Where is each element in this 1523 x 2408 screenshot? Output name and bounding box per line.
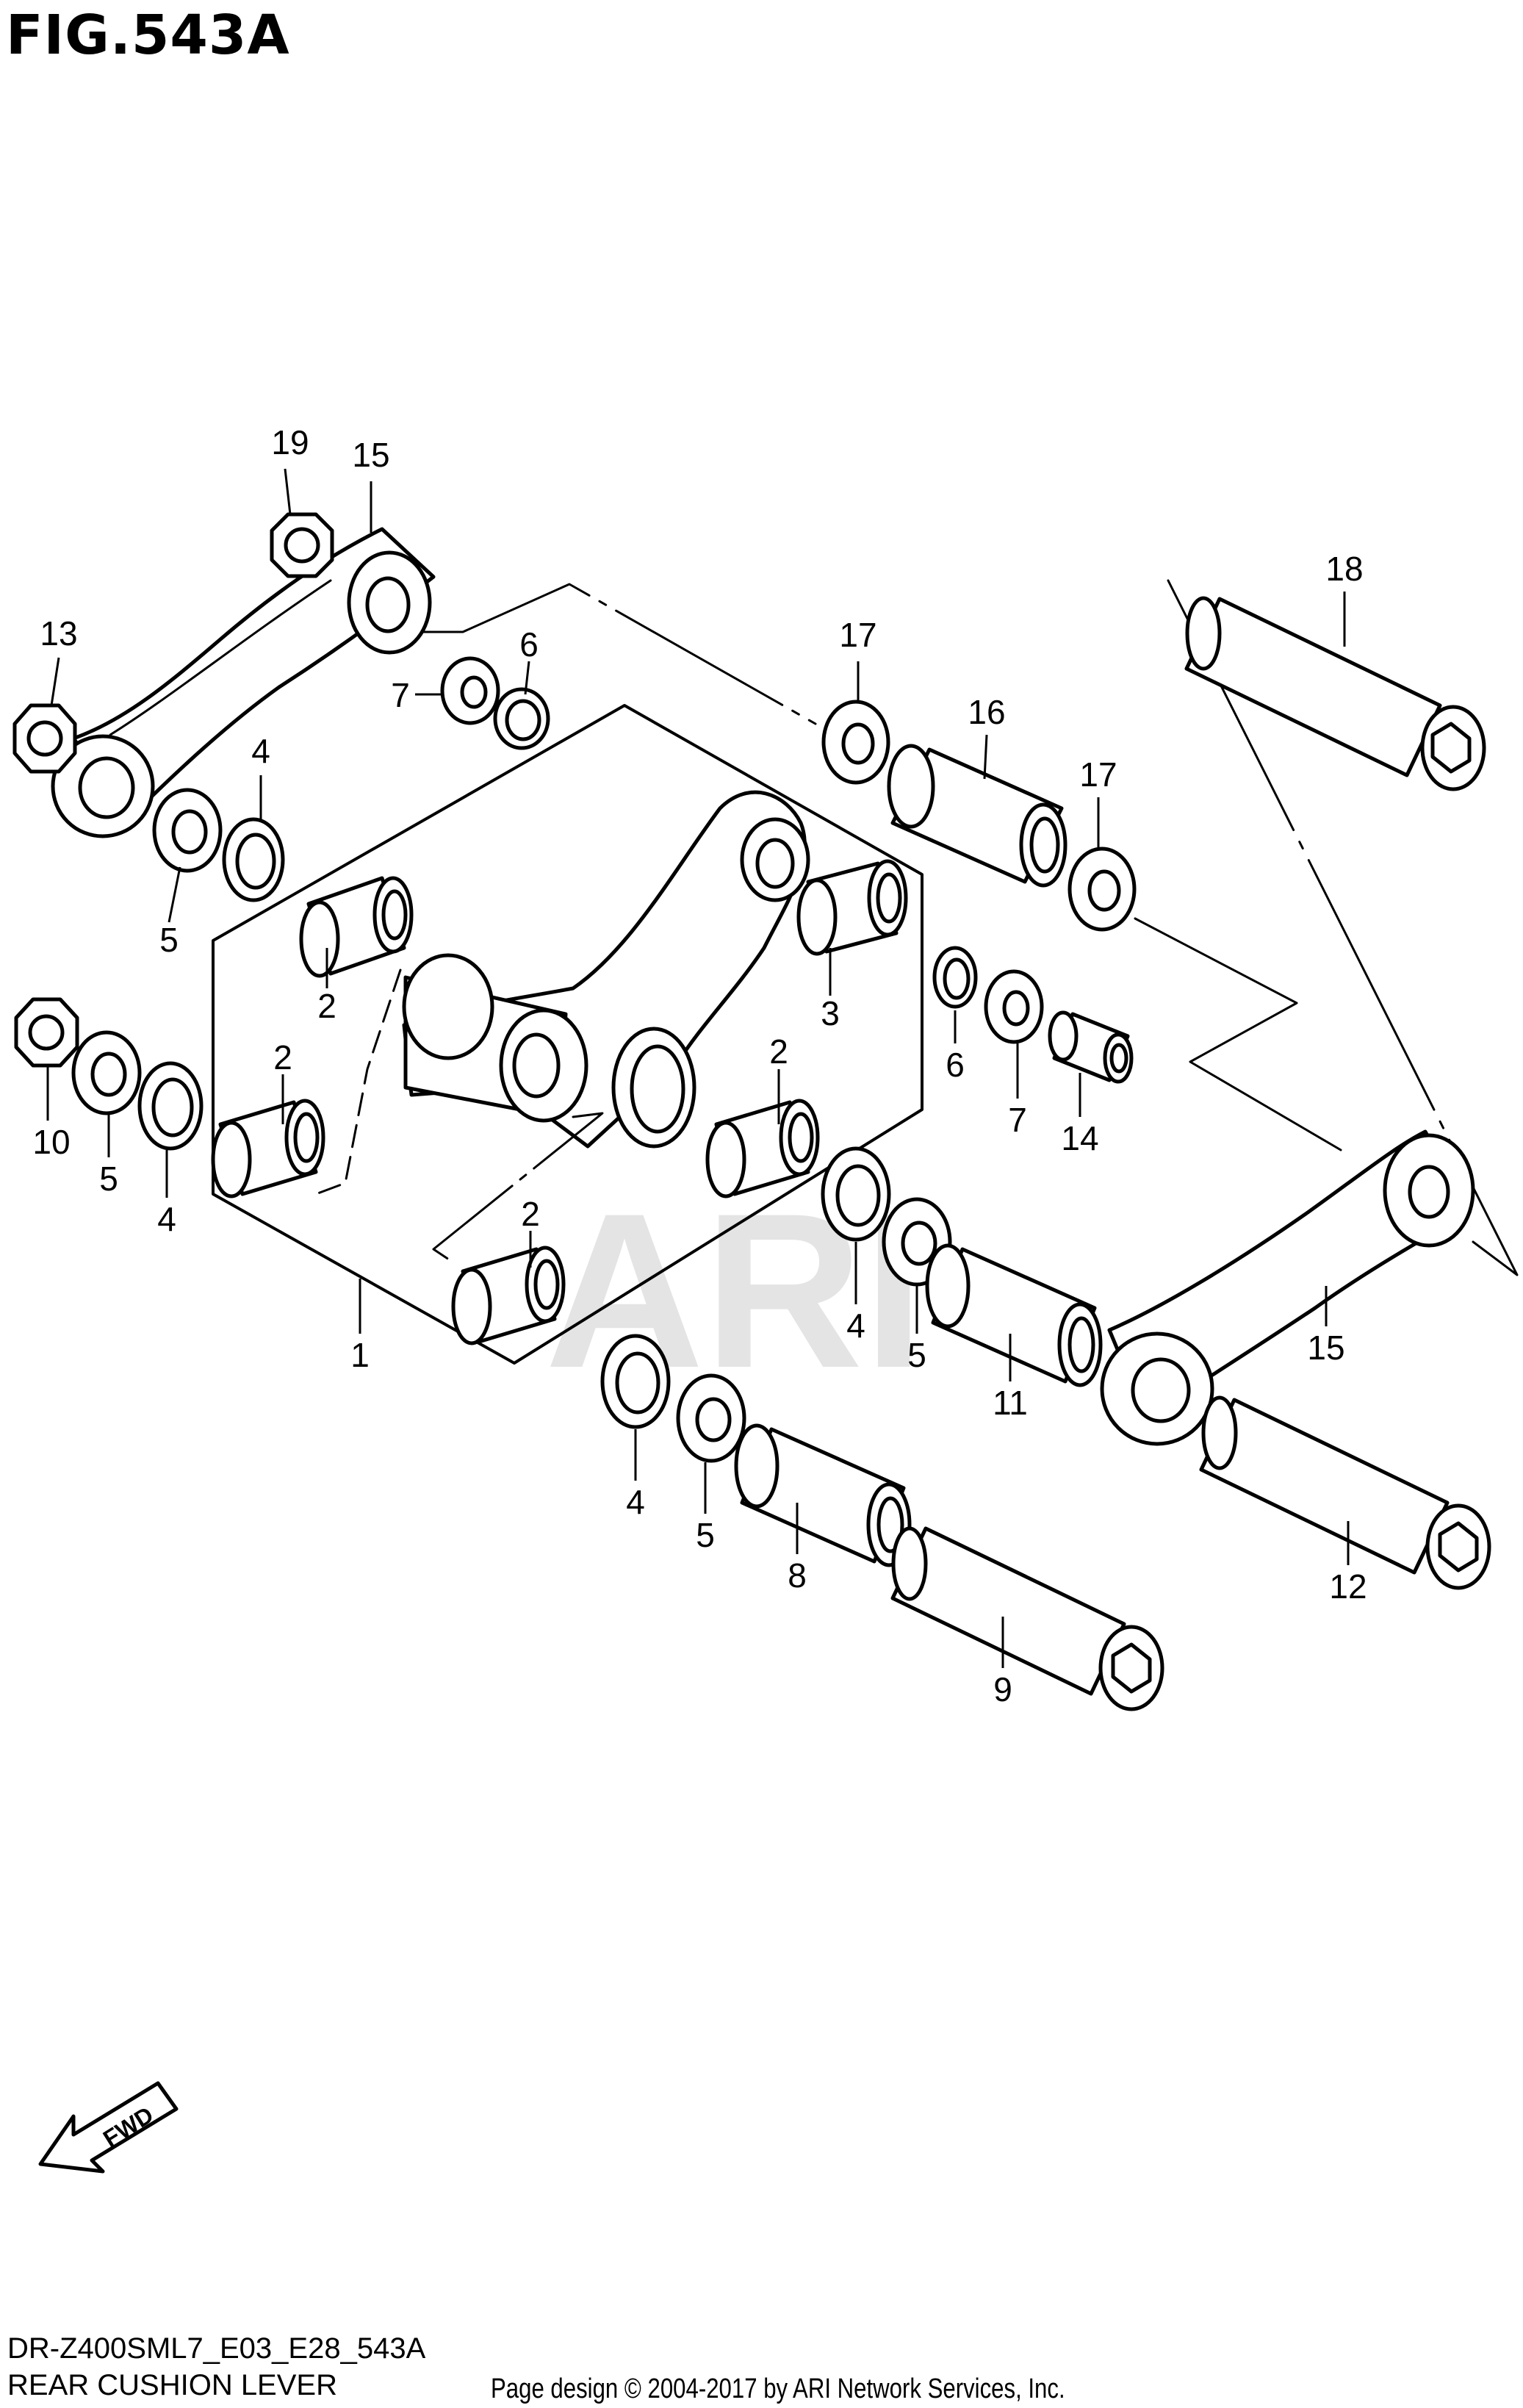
- bearing-2-c: [705, 1099, 820, 1198]
- link-rod-lower: [1100, 1129, 1475, 1446]
- leader-frame-zig: [1134, 917, 1342, 1151]
- link-rod-upper: [51, 527, 436, 838]
- fwd-arrow-icon: [38, 2081, 179, 2174]
- callout-6-right: 6: [946, 1046, 965, 1084]
- callout-16: 16: [968, 693, 1005, 731]
- callout-4-bottom: 4: [626, 1483, 645, 1521]
- callout-12: 12: [1329, 1567, 1367, 1606]
- callout-4-left: 4: [157, 1200, 176, 1238]
- callout-19: 19: [271, 423, 309, 461]
- callout-2-c: 2: [769, 1032, 788, 1071]
- washer-5-upper: [152, 788, 223, 873]
- figure-title: FIG.543A: [6, 4, 290, 67]
- washer-5-left: [71, 1030, 142, 1115]
- spacer-14: [1048, 1010, 1134, 1084]
- bush-4-bottom: [600, 1334, 671, 1429]
- callout-18: 18: [1325, 550, 1363, 588]
- callout-11: 11: [993, 1384, 1028, 1422]
- bearing-2-a: [299, 876, 414, 978]
- bolt-9: [890, 1526, 1164, 1711]
- section-name: REAR CUSHION LEVER: [7, 2369, 337, 2401]
- callout-7-upper: 7: [391, 676, 410, 714]
- callout-3: 3: [821, 994, 840, 1032]
- callout-1: 1: [350, 1336, 370, 1374]
- callout-17-upper: 17: [839, 616, 876, 654]
- model-code: DR-Z400SML7_E03_E28_543A: [7, 2332, 426, 2365]
- spacer-11: [925, 1243, 1103, 1387]
- spacer-8: [734, 1423, 912, 1567]
- callout-5-right: 5: [907, 1336, 926, 1374]
- cushion-lever-1: [402, 790, 810, 1149]
- bearing-3: [796, 859, 908, 956]
- bearing-2-b: [211, 1099, 325, 1198]
- callout-4-right: 4: [846, 1307, 865, 1345]
- bush-4-left: [137, 1061, 204, 1151]
- washer-7-right: [984, 969, 1044, 1044]
- leader-frame-right: [1167, 579, 1519, 1276]
- copyright-notice: Page design © 2004-2017 by ARI Network S…: [491, 2373, 1065, 2404]
- bolt-12: [1199, 1395, 1491, 1590]
- washer-5-bottom: [676, 1373, 746, 1463]
- bolt-18: [1184, 596, 1486, 791]
- callout-15-lower: 15: [1307, 1329, 1344, 1367]
- nut-10: [14, 997, 79, 1068]
- spacer-16: [887, 744, 1067, 888]
- washer-7-upper: [440, 656, 500, 725]
- callout-13: 13: [40, 614, 77, 653]
- bearing-2-d: [451, 1246, 566, 1345]
- seal-6-upper: [493, 687, 550, 750]
- callout-leaders: [46, 468, 1350, 1668]
- callout-numbers: 19 15 13 7 6 4 5 17 16 17 18 2 3 2 2 2 1…: [32, 423, 1367, 1708]
- callout-5-left: 5: [99, 1160, 118, 1198]
- callout-10: 10: [32, 1123, 70, 1161]
- leader-internal-b: [432, 1112, 604, 1265]
- lever-assembly-frame: [212, 704, 923, 1365]
- callout-6-upper: 6: [519, 625, 539, 664]
- callout-2-a: 2: [317, 987, 336, 1025]
- callout-5-upper: 5: [159, 921, 179, 959]
- callout-15-upper: 15: [352, 436, 389, 474]
- washer-17-upper: [821, 700, 890, 785]
- callout-4-upper: 4: [251, 732, 270, 770]
- callout-17-right: 17: [1079, 755, 1117, 794]
- washer-17-right: [1067, 847, 1137, 932]
- seal-6-right: [932, 946, 978, 1009]
- callout-2-d: 2: [521, 1195, 540, 1233]
- callout-2-b: 2: [273, 1038, 292, 1077]
- nut-13: [12, 703, 77, 774]
- callout-7-right: 7: [1008, 1101, 1027, 1139]
- bush-4-upper: [222, 817, 285, 902]
- callout-5-bottom: 5: [696, 1516, 715, 1554]
- nut-19: [270, 512, 334, 578]
- callout-8: 8: [788, 1556, 807, 1595]
- leader-internal-a: [314, 968, 402, 1196]
- callout-14: 14: [1061, 1119, 1098, 1157]
- callout-9: 9: [993, 1670, 1012, 1708]
- leader-frame-upper: [410, 583, 817, 725]
- bush-4-right: [821, 1146, 891, 1242]
